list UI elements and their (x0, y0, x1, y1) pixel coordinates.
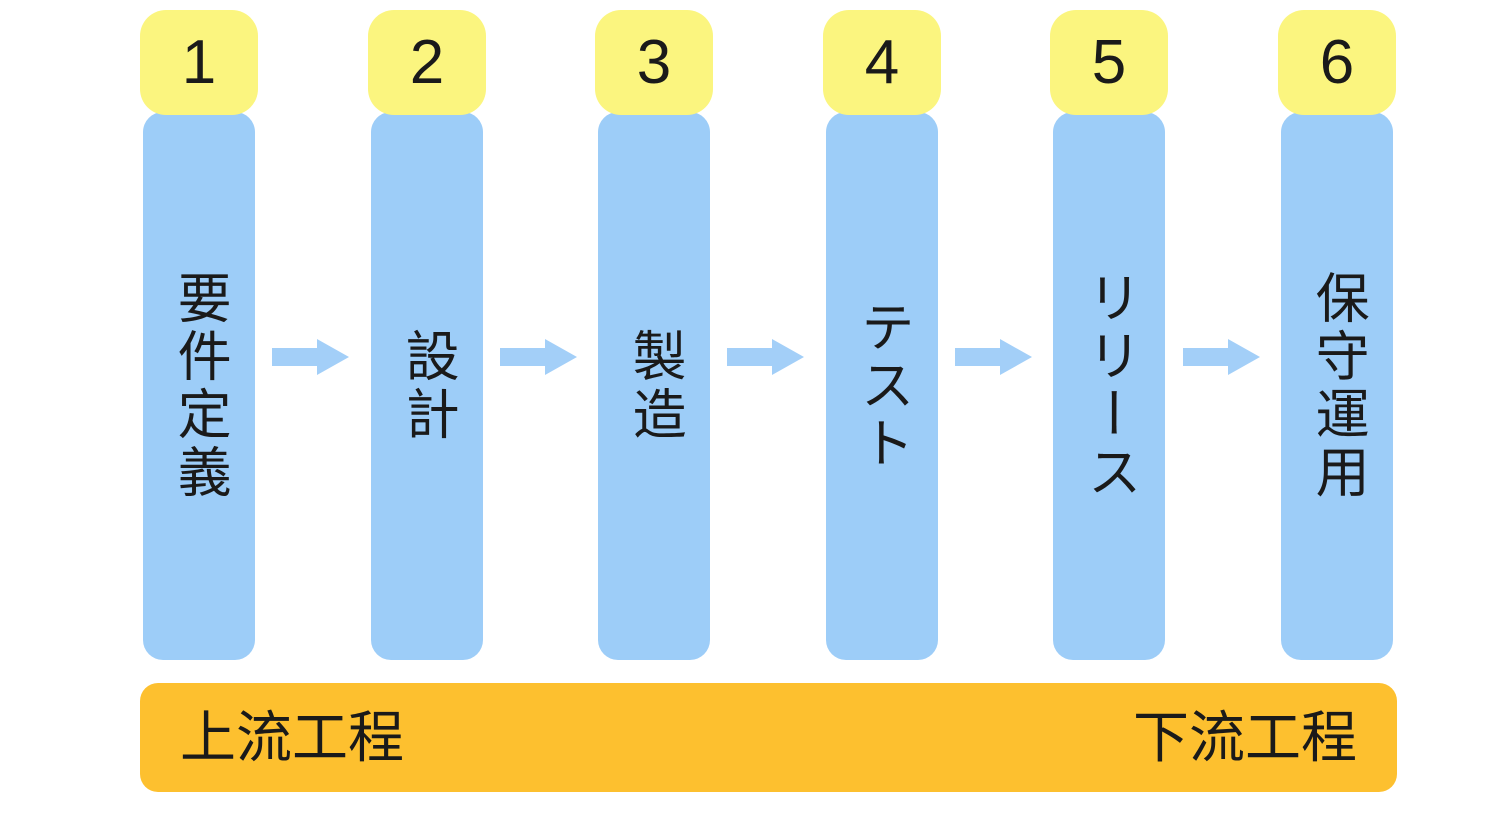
step-1-number-badge: 1 (140, 10, 258, 115)
downstream-phase-label: 下流工程 (1133, 705, 1357, 769)
step-3-column: 製造 (598, 112, 710, 660)
step-2-label: 設計 (397, 328, 458, 444)
step-3: 製造 3 (595, 0, 713, 660)
step-1: 要件定義 1 (140, 0, 258, 660)
step-4: テスト 4 (823, 0, 941, 660)
right-arrow-icon-4 (955, 339, 1032, 375)
right-arrow-icon-3 (727, 339, 804, 375)
step-5-number: 5 (1091, 27, 1127, 97)
step-6-label: 保守運用 (1307, 270, 1368, 502)
step-5: リリース 5 (1050, 0, 1168, 660)
step-2-column: 設計 (371, 112, 483, 660)
step-3-number-badge: 3 (595, 10, 713, 115)
step-4-column: テスト (826, 112, 938, 660)
step-2-number: 2 (409, 27, 445, 97)
step-6-column: 保守運用 (1281, 112, 1393, 660)
step-4-number-badge: 4 (823, 10, 941, 115)
step-3-label: 製造 (624, 328, 685, 444)
step-6-number: 6 (1319, 27, 1355, 97)
step-5-column: リリース (1053, 112, 1165, 660)
right-arrow-icon-5 (1183, 339, 1260, 375)
step-3-number: 3 (636, 27, 672, 97)
step-6-number-badge: 6 (1278, 10, 1396, 115)
step-2: 設計 2 (368, 0, 486, 660)
step-1-column: 要件定義 (143, 112, 255, 660)
step-4-number: 4 (864, 27, 900, 97)
step-5-label: リリース (1079, 270, 1140, 502)
upstream-phase-label: 上流工程 (180, 705, 404, 769)
step-6: 保守運用 6 (1278, 0, 1396, 660)
step-2-number-badge: 2 (368, 10, 486, 115)
step-4-label: テスト (852, 299, 913, 473)
process-phase-footer-bar: 上流工程 下流工程 (140, 683, 1397, 792)
step-5-number-badge: 5 (1050, 10, 1168, 115)
step-1-number: 1 (181, 27, 217, 97)
right-arrow-icon-2 (500, 339, 577, 375)
right-arrow-icon-1 (272, 339, 349, 375)
step-1-label: 要件定義 (169, 270, 230, 502)
